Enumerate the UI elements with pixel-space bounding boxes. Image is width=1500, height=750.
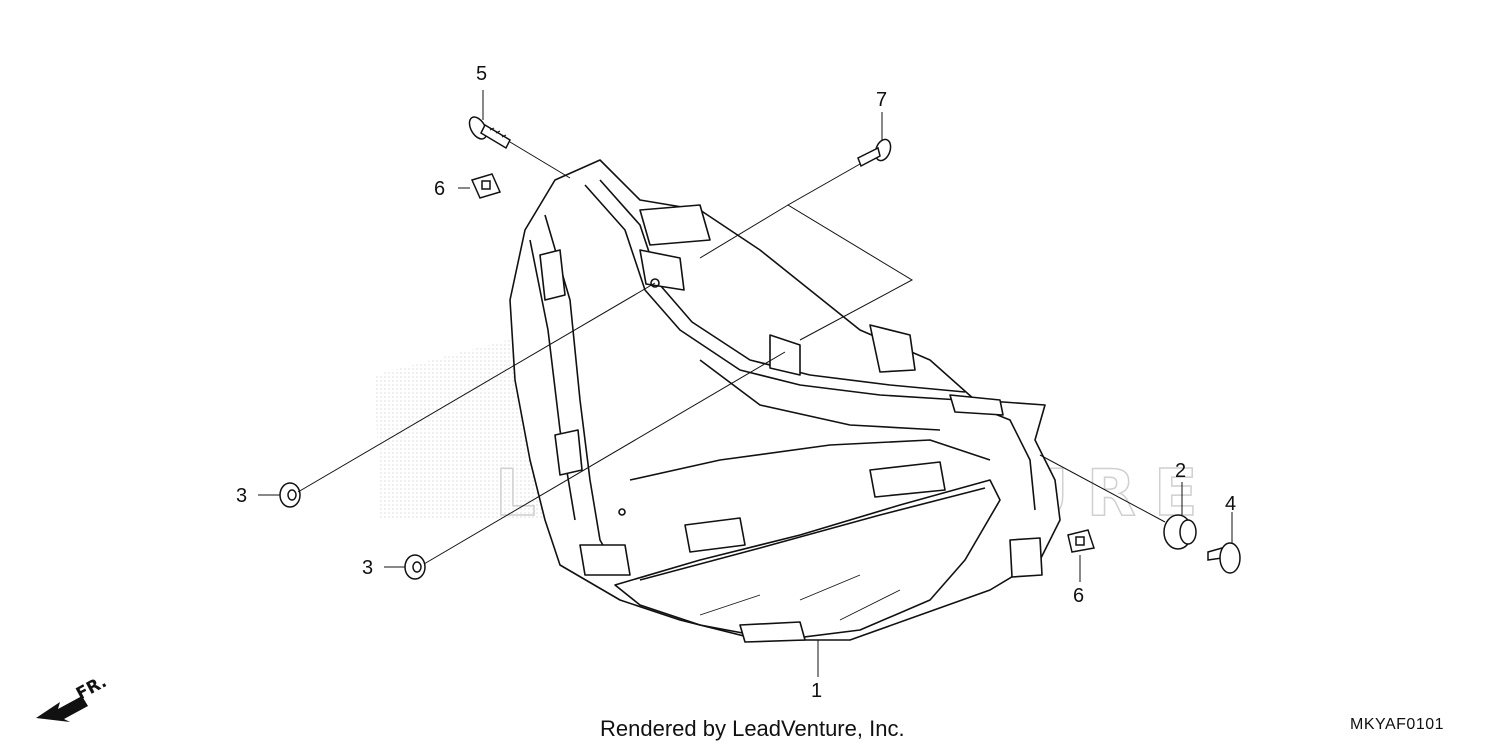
callout-6-upper: 6 (434, 178, 445, 200)
callout-6-lower: 6 (1073, 585, 1084, 607)
callout-7: 7 (876, 89, 887, 111)
diagram-code: MKYAF0101 (1350, 716, 1445, 733)
clip-nut-part-6-upper (470, 173, 502, 199)
leader-lines (258, 90, 1233, 677)
callout-3-upper: 3 (236, 485, 247, 507)
callout-3-lower: 3 (362, 557, 373, 579)
callout-5: 5 (476, 63, 487, 85)
render-credit: Rendered by LeadVenture, Inc. (600, 716, 905, 741)
front-direction-arrow: FR. (36, 672, 110, 722)
plug-part-4 (1207, 542, 1241, 574)
callout-2: 2 (1175, 460, 1186, 482)
clip-nut-part-6-lower (1067, 529, 1095, 553)
grommet-part-3-lower (404, 554, 426, 580)
screw-part-7 (857, 138, 892, 168)
cap-part-2 (1163, 514, 1197, 550)
grommet-part-3-upper (279, 482, 301, 508)
headlight-assembly (509, 159, 1061, 643)
callout-1: 1 (811, 680, 822, 702)
screw-part-5 (468, 116, 511, 150)
callout-4: 4 (1225, 493, 1236, 515)
